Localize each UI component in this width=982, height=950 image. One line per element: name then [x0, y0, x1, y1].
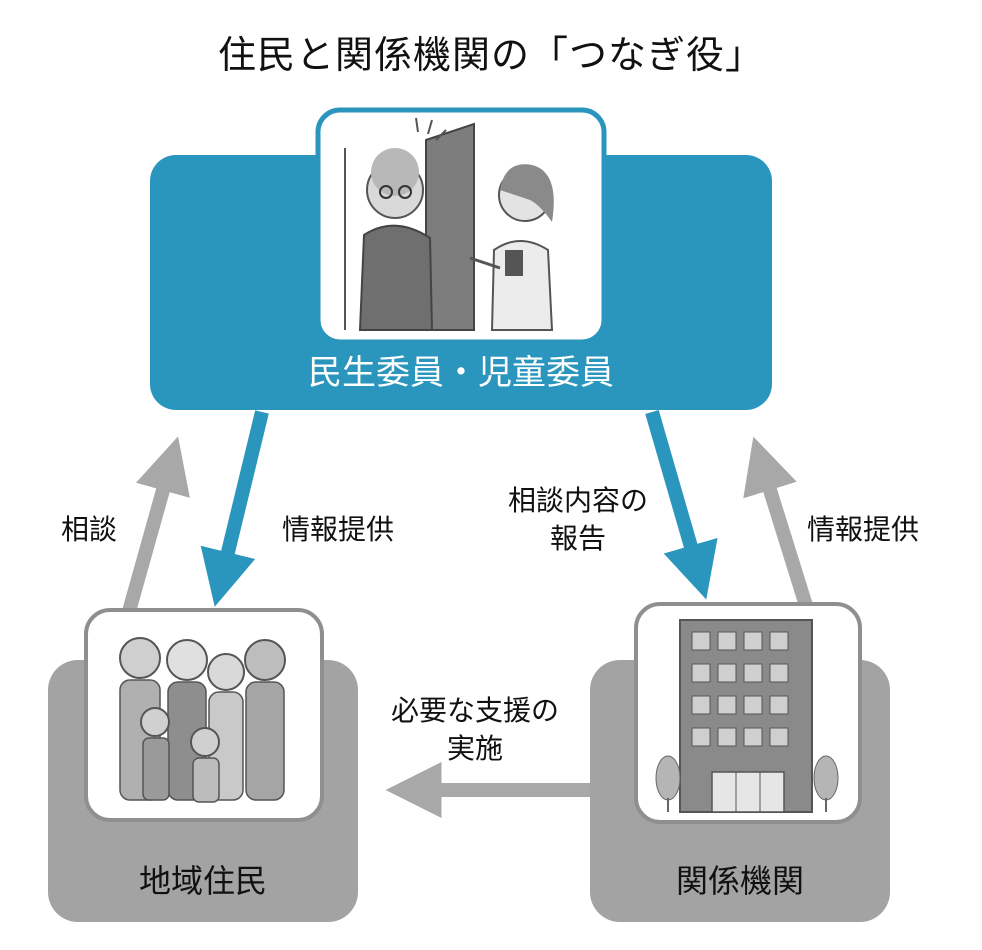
arrow-right-up-label: 情報提供 — [806, 513, 919, 546]
arrow-right-down — [645, 410, 718, 600]
center-node-label: 民生委員・児童委員 — [308, 353, 614, 393]
arrow-right-up — [743, 436, 815, 615]
arrow-right-down-label-line2: 報告 — [549, 522, 606, 555]
left-node-label: 地域住民 — [138, 862, 267, 900]
arrow-right-down-label-line1: 相談内容の — [507, 484, 648, 517]
right-node-label: 関係機関 — [675, 862, 804, 900]
door-visit-illustration — [315, 107, 607, 345]
family-group-illustration — [84, 608, 324, 822]
arrow-left-down — [200, 410, 269, 607]
arrow-left-up-label: 相談 — [60, 513, 117, 546]
arrow-left-down-label: 情報提供 — [281, 513, 394, 546]
arrow-bottom-label: 必要な支援の 実施 — [365, 692, 585, 768]
arrow-left-up — [121, 436, 190, 617]
arrow-bottom-label-line2: 実施 — [446, 732, 503, 765]
office-building-illustration — [634, 602, 862, 824]
diagram-title: 住民と関係機関の「つなぎ役」 — [217, 33, 764, 77]
arrow-right-down-label: 相談内容の 報告 — [478, 482, 678, 558]
arrow-bottom-label-line1: 必要な支援の — [390, 694, 559, 727]
